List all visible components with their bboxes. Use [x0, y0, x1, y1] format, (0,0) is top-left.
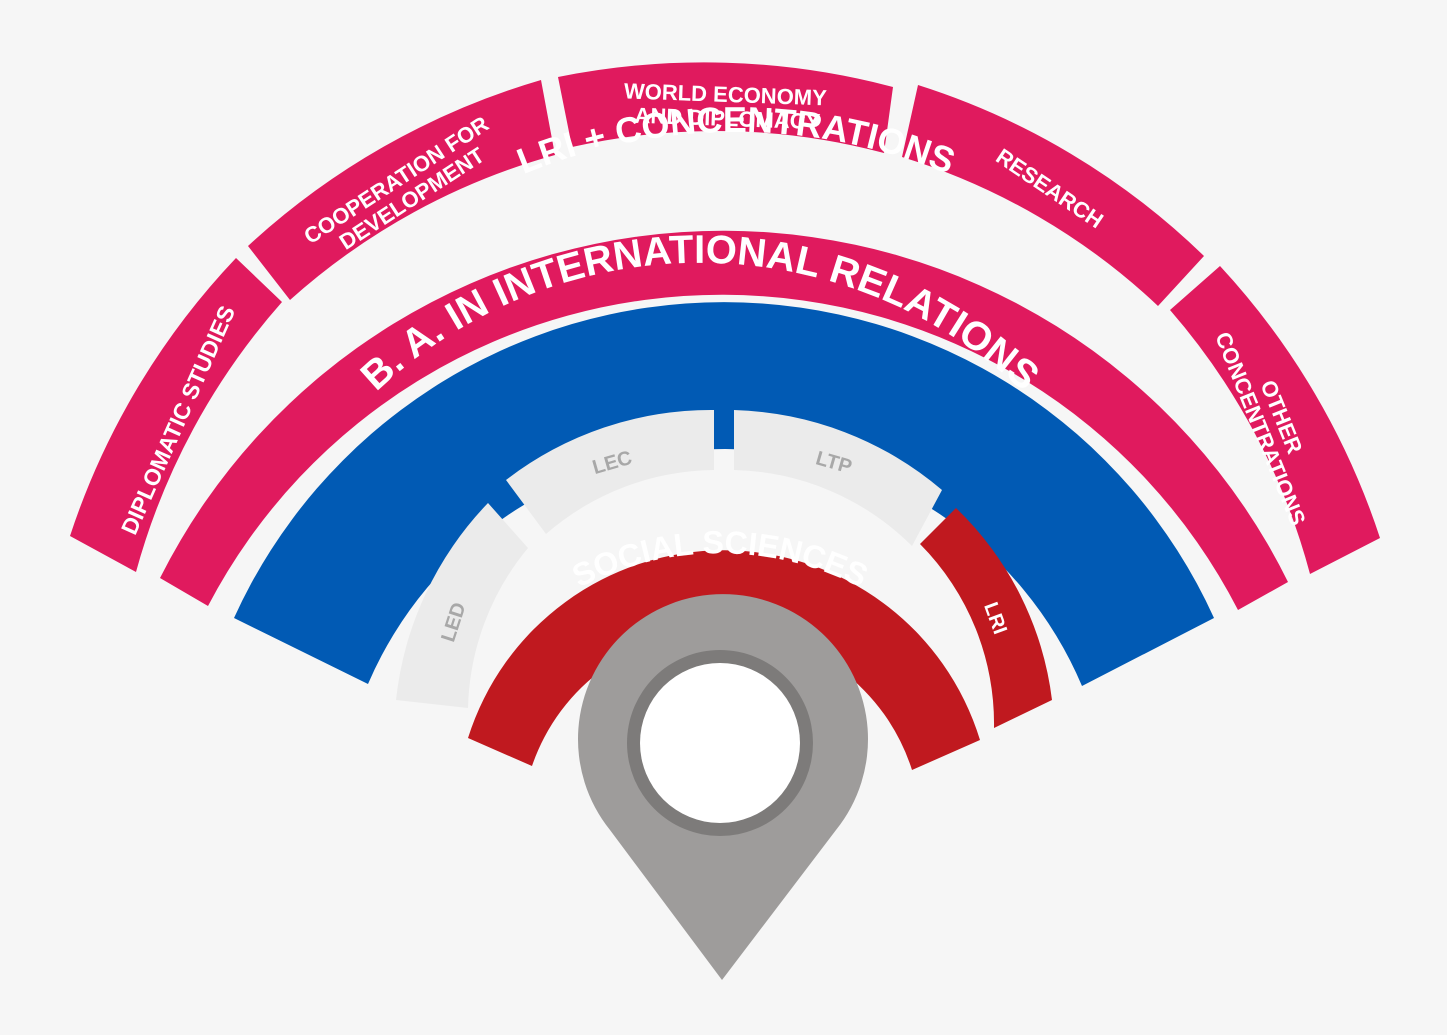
band-lri-concentrations[interactable] — [160, 230, 1288, 610]
segment-other-concentrations[interactable] — [1170, 266, 1380, 574]
segment-diplomatic-studies[interactable] — [70, 258, 282, 572]
segment-lec[interactable] — [506, 409, 714, 534]
segment-cooperation-for-development[interactable] — [248, 80, 555, 300]
segment-ltp[interactable] — [734, 410, 942, 546]
world-economy-and-diplomacy-label: WORLD ECONOMY AND DIPLOMACY — [623, 78, 833, 134]
segment-research[interactable] — [902, 85, 1204, 306]
segment-lri[interactable] — [920, 508, 1052, 728]
segment-world-economy-and-diplomacy[interactable] — [558, 62, 893, 153]
band-social-sciences[interactable] — [468, 550, 980, 770]
band-ba-international-relations[interactable] — [234, 302, 1214, 686]
segment-led[interactable] — [396, 503, 528, 708]
outer-ring — [70, 62, 1380, 574]
inner-ring — [396, 409, 1052, 728]
location-pin-icon — [578, 594, 868, 980]
